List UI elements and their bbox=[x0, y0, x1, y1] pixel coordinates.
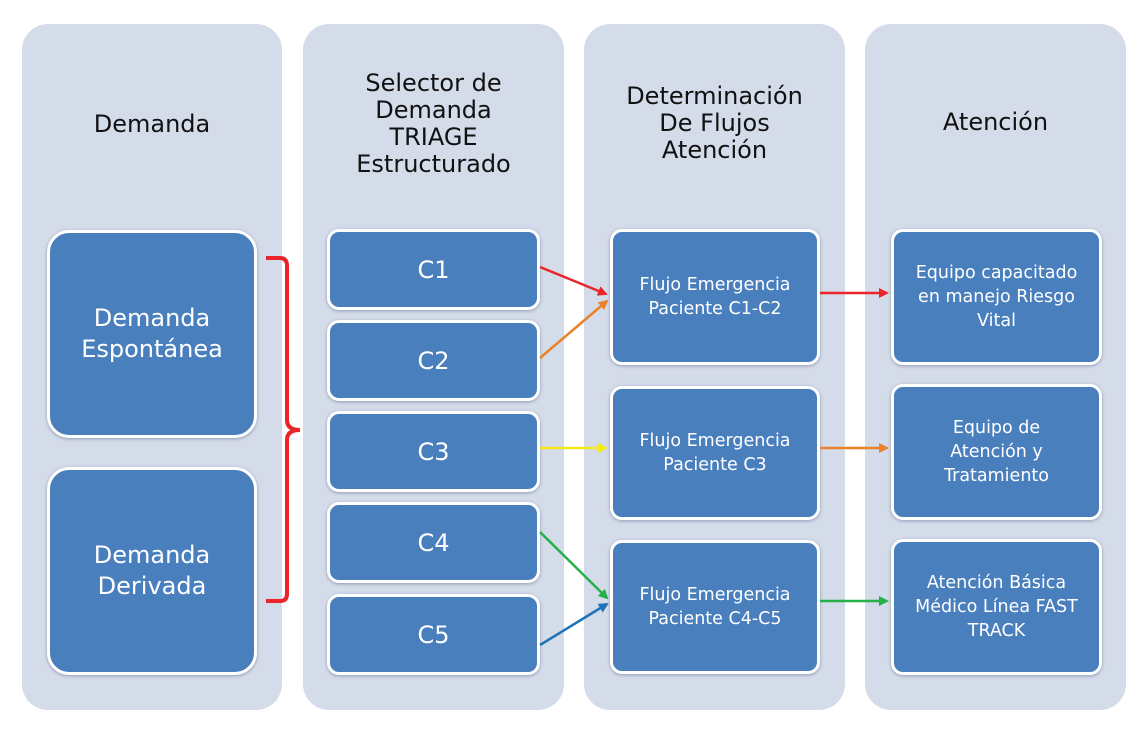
box-c4-label: C4 bbox=[417, 528, 450, 557]
box-atencion-riesgo-vital-label: Equipo capacitado en manejo Riesgo Vital bbox=[915, 263, 1078, 331]
box-c2: C2 bbox=[327, 320, 540, 401]
arrow-c4-to-flujo-c4-c5 bbox=[539, 531, 609, 600]
box-flujo-c4-c5: Flujo Emergencia Paciente C4-C5 bbox=[610, 540, 820, 674]
box-flujo-c1-c2-label: Flujo Emergencia Paciente C1-C2 bbox=[639, 275, 791, 319]
box-c1: C1 bbox=[327, 229, 540, 310]
box-atencion-riesgo-vital: Equipo capacitado en manejo Riesgo Vital bbox=[891, 229, 1102, 365]
box-atencion-fast-track: Atención Básica Médico Línea FAST TRACK bbox=[891, 539, 1102, 675]
box-atencion-fast-track-label: Atención Básica Médico Línea FAST TRACK bbox=[915, 573, 1078, 641]
box-demanda-derivada: Demanda Derivada bbox=[47, 467, 257, 675]
box-c5-label: C5 bbox=[417, 620, 450, 649]
box-flujo-c1-c2: Flujo Emergencia Paciente C1-C2 bbox=[610, 229, 820, 365]
box-flujo-c3: Flujo Emergencia Paciente C3 bbox=[610, 386, 820, 520]
box-flujo-c3-label: Flujo Emergencia Paciente C3 bbox=[639, 431, 791, 475]
arrow-c5-to-flujo-c4-c5 bbox=[539, 602, 609, 647]
column-title-selector: Selector de Demanda TRIAGE Estructurado bbox=[356, 69, 511, 178]
box-c4: C4 bbox=[327, 502, 540, 583]
box-flujo-c4-c5-label: Flujo Emergencia Paciente C4-C5 bbox=[639, 585, 791, 629]
box-atencion-tratamiento-label: Equipo de Atención y Tratamiento bbox=[944, 418, 1049, 486]
arrow-c2-to-flujo-c1-c2 bbox=[539, 299, 609, 359]
box-demanda-espontanea-label: Demanda Espontánea bbox=[81, 304, 223, 363]
box-atencion-tratamiento: Equipo de Atención y Tratamiento bbox=[891, 384, 1102, 520]
column-title-demanda: Demanda bbox=[22, 111, 282, 138]
column-title-demanda-text: Demanda bbox=[93, 110, 211, 138]
arrow-c1-to-flujo-c1-c2 bbox=[539, 265, 608, 296]
column-title-atencion: Atención bbox=[942, 108, 1049, 136]
box-demanda-derivada-label: Demanda Derivada bbox=[93, 541, 211, 600]
box-c3-label: C3 bbox=[417, 437, 450, 466]
box-c5: C5 bbox=[327, 594, 540, 675]
box-c1-label: C1 bbox=[417, 255, 450, 284]
box-c2-label: C2 bbox=[417, 346, 450, 375]
box-c3: C3 bbox=[327, 411, 540, 492]
column-title-flujos: Determinación De Flujos Atención bbox=[626, 82, 803, 164]
bracket-demanda bbox=[266, 256, 301, 603]
box-demanda-espontanea: Demanda Espontánea bbox=[47, 230, 257, 438]
